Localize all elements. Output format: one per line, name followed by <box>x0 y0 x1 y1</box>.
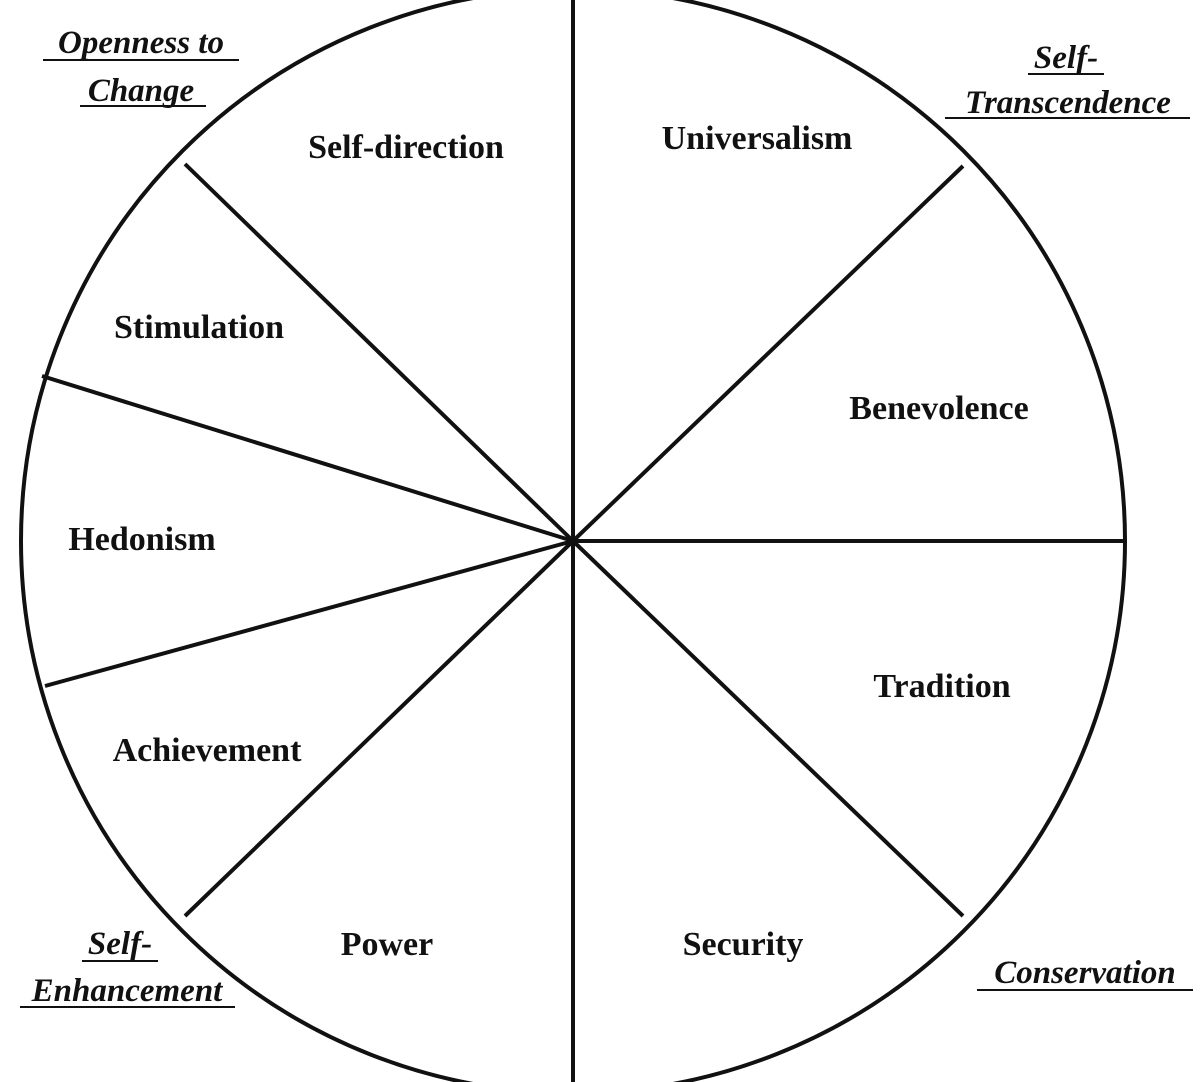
group-label-self-transcendence-line2: Transcendence <box>965 85 1171 121</box>
segment-label-stimulation: Stimulation <box>114 309 284 346</box>
group-label-openness-line2: Change <box>88 73 194 109</box>
divider-left-lower <box>44 539 574 688</box>
segment-label-benevolence: Benevolence <box>849 390 1028 427</box>
segment-label-achievement: Achievement <box>113 732 303 769</box>
group-label-self-enhancement-line2: Enhancement <box>31 973 224 1009</box>
divider-lower-right <box>571 539 965 918</box>
divider-left-upper <box>41 374 574 543</box>
group-label-self-enhancement-line1: Self- <box>88 926 152 962</box>
segment-label-security: Security <box>683 926 804 963</box>
group-label-self-transcendence-line1: Self- <box>1034 40 1098 76</box>
divider-upper-left <box>183 162 575 543</box>
segment-label-universalism: Universalism <box>662 120 853 157</box>
segment-label-self-direction: Self-direction <box>308 129 504 166</box>
group-label-conservation: Conservation <box>994 955 1176 991</box>
segment-label-hedonism: Hedonism <box>68 521 215 558</box>
segment-label-tradition: Tradition <box>873 668 1010 705</box>
divider-upper-right <box>571 164 965 543</box>
segment-label-power: Power <box>341 926 434 963</box>
group-label-openness-line1: Openness to <box>58 25 224 61</box>
divider-lower-left <box>183 539 575 918</box>
